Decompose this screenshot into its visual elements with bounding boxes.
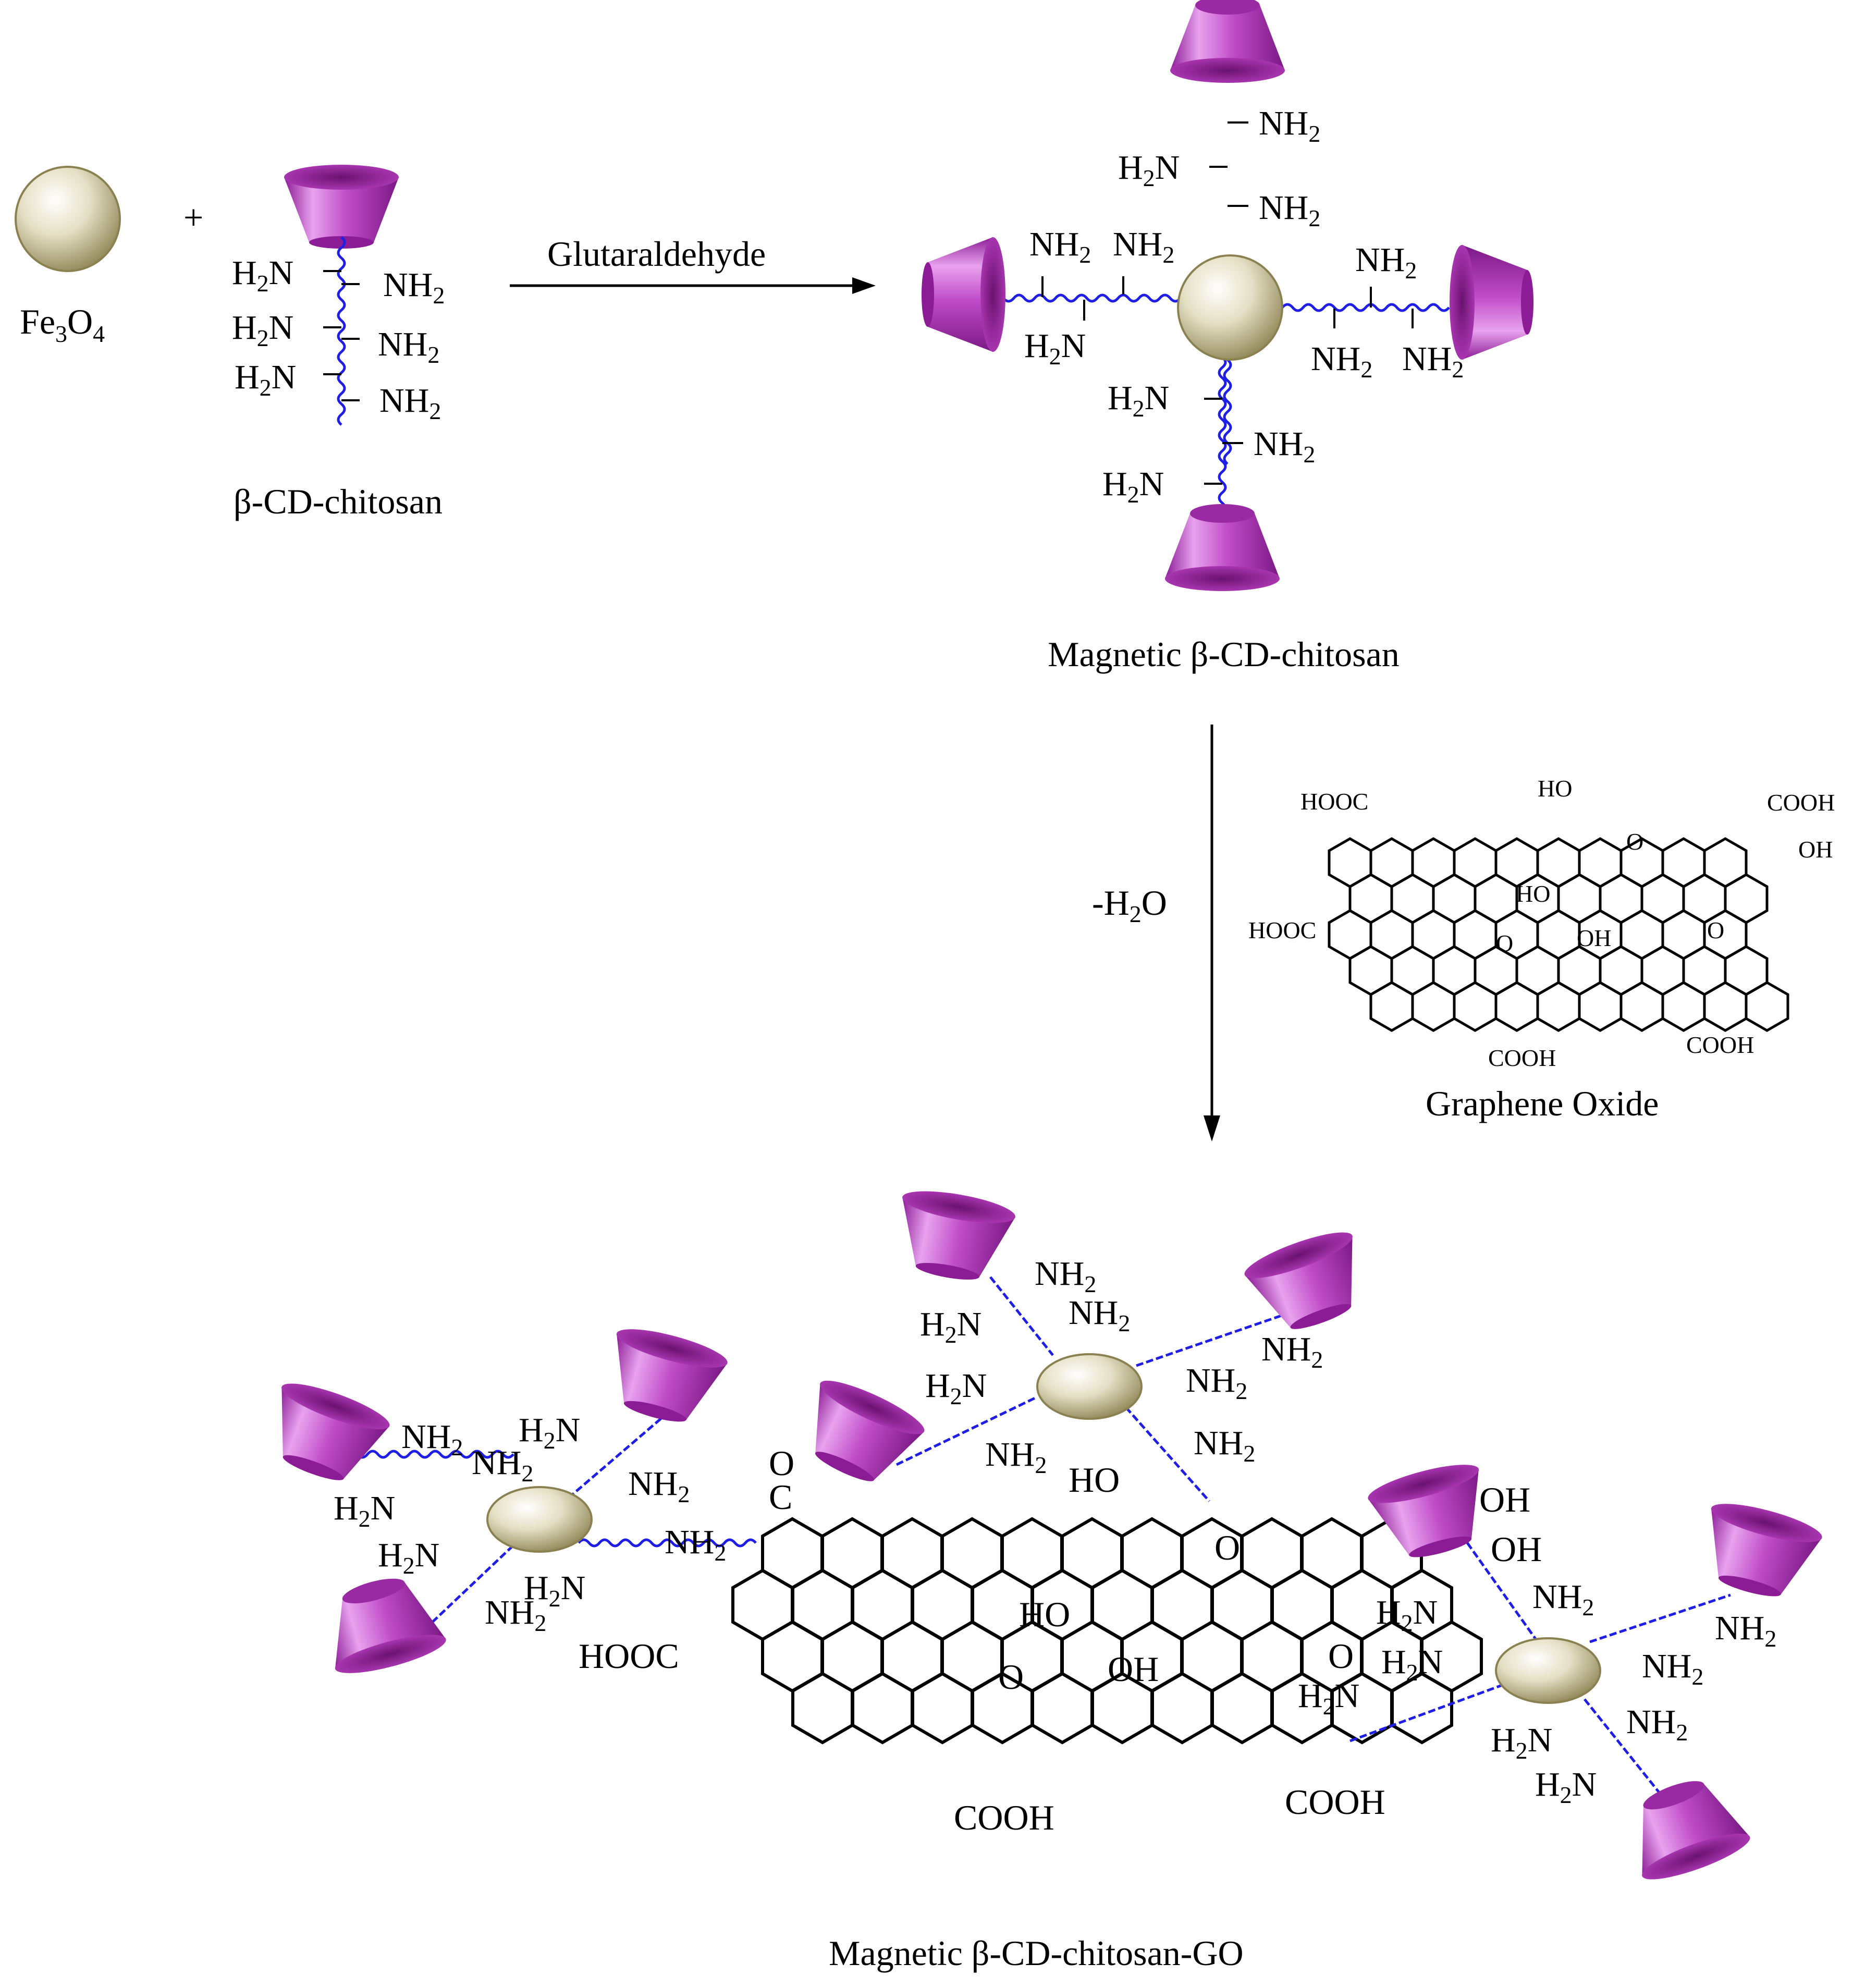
svg-text:H2N: H2N — [1118, 149, 1180, 191]
svg-text:NH2: NH2 — [1532, 1578, 1594, 1621]
svg-text:H2N: H2N — [524, 1569, 585, 1612]
product-left-cluster: NH2 NH2 H2N H2N NH2 H2N H2N NH2 NH2 — [257, 1321, 757, 1681]
svg-text:HOOC: HOOC — [1300, 788, 1368, 815]
graphene-oxide-groups: HOOC HO COOH OH HOOC HO OH O O O COOH CO… — [1248, 775, 1835, 1071]
svg-text:OH: OH — [1798, 836, 1833, 863]
svg-text:HOOC: HOOC — [579, 1636, 679, 1676]
svg-text:NH2: NH2 — [472, 1444, 533, 1487]
svg-text:H2N: H2N — [1108, 379, 1169, 422]
product-go-groups: O C HO OH OH O HO OH O O HOOC COOH COOH — [579, 1443, 1542, 1837]
svg-text:COOH: COOH — [1686, 1032, 1754, 1058]
svg-text:O: O — [1707, 917, 1724, 943]
product-right-cluster: NH2 H2N H2N H2N NH2 NH2 H2N NH2 H2N — [1298, 1457, 1825, 1888]
svg-text:HO: HO — [1019, 1594, 1070, 1634]
graphene-oxide-label: Graphene Oxide — [1426, 1084, 1659, 1123]
svg-text:NH2: NH2 — [401, 1418, 463, 1461]
svg-text:O: O — [998, 1657, 1024, 1697]
svg-text:O: O — [769, 1443, 794, 1483]
svg-text:NH2: NH2 — [1254, 425, 1315, 468]
svg-text:C: C — [769, 1477, 792, 1517]
fe3o4-label: Fe3O4 — [20, 302, 105, 347]
svg-text:H2N: H2N — [1298, 1677, 1359, 1720]
arrowhead-1 — [852, 277, 876, 294]
svg-text:H2N: H2N — [925, 1367, 987, 1409]
svg-text:H2N: H2N — [1376, 1593, 1438, 1636]
svg-text:HOOC: HOOC — [1248, 917, 1316, 943]
svg-text:NH2: NH2 — [378, 325, 439, 368]
svg-text:OH: OH — [1491, 1529, 1542, 1569]
svg-text:HO: HO — [1538, 775, 1572, 802]
svg-text:NH2: NH2 — [1259, 104, 1320, 147]
arrowhead-2 — [1204, 1115, 1220, 1142]
chitosan-chain — [337, 236, 346, 426]
fe3o4-particle — [15, 166, 121, 272]
svg-text:H2N: H2N — [1024, 327, 1086, 370]
svg-text:OH: OH — [1479, 1480, 1530, 1519]
svg-text:NH2: NH2 — [1715, 1609, 1776, 1652]
svg-text:H2N: H2N — [1491, 1721, 1552, 1764]
svg-text:COOH: COOH — [954, 1798, 1054, 1837]
magnetic-cd-chitosan-structure: NH2 H2N NH2 NH2 NH2 H2N NH2 NH2 NH2 H2N … — [922, 0, 1533, 591]
svg-text:O: O — [1626, 828, 1643, 855]
svg-text:NH2: NH2 — [1029, 225, 1091, 268]
svg-text:H2N: H2N — [920, 1305, 981, 1348]
water-label: -H2O — [1092, 883, 1167, 927]
svg-text:NH2: NH2 — [1311, 340, 1372, 383]
chitosan-amines: H2N NH2 H2N NH2 H2N NH2 — [232, 254, 445, 424]
svg-text:NH2: NH2 — [1259, 189, 1320, 231]
cd-chitosan-label: β-CD-chitosan — [234, 482, 443, 521]
svg-text:NH2: NH2 — [379, 382, 441, 424]
svg-text:COOH: COOH — [1285, 1782, 1385, 1822]
plus-sign: + — [183, 198, 203, 237]
svg-text:NH2: NH2 — [1186, 1361, 1247, 1404]
svg-text:NH2: NH2 — [1626, 1703, 1688, 1746]
svg-text:NH2: NH2 — [1261, 1330, 1323, 1373]
product-graphene-sheet — [733, 1519, 1481, 1742]
svg-text:O: O — [1214, 1528, 1240, 1567]
svg-text:OH: OH — [1577, 925, 1611, 951]
magnetic-cd-chitosan-label: Magnetic β-CD-chitosan — [1048, 634, 1400, 674]
reagent-label: Glutaraldehyde — [547, 234, 766, 274]
svg-text:COOH: COOH — [1767, 789, 1835, 816]
svg-text:NH2: NH2 — [1035, 1255, 1096, 1297]
svg-text:NH2: NH2 — [1402, 340, 1464, 383]
svg-text:NH2: NH2 — [1355, 241, 1417, 284]
svg-text:O: O — [1496, 930, 1513, 956]
svg-text:COOH: COOH — [1488, 1045, 1556, 1071]
svg-text:NH2: NH2 — [485, 1593, 546, 1636]
product-top-cluster: NH2 H2N NH2 H2N NH2 NH2 NH2 NH2 — [790, 1185, 1377, 1502]
svg-text:NH2: NH2 — [1194, 1424, 1255, 1467]
svg-text:H2N: H2N — [334, 1489, 395, 1532]
svg-text:HO: HO — [1069, 1460, 1120, 1500]
svg-text:H2N: H2N — [232, 254, 293, 297]
product-label: Magnetic β-CD-chitosan-GO — [829, 1933, 1244, 1973]
svg-text:H2N: H2N — [1102, 465, 1164, 508]
svg-text:H2N: H2N — [378, 1536, 439, 1579]
svg-text:H2N: H2N — [235, 358, 296, 401]
svg-text:H2N: H2N — [1381, 1643, 1443, 1686]
svg-text:NH2: NH2 — [665, 1523, 726, 1566]
svg-text:NH2: NH2 — [1069, 1294, 1130, 1336]
svg-text:H2N: H2N — [1535, 1765, 1597, 1808]
svg-text:H2N: H2N — [232, 309, 293, 351]
svg-text:NH2: NH2 — [1642, 1647, 1703, 1690]
cyclodextrin-icon — [284, 165, 399, 249]
svg-text:NH2: NH2 — [383, 266, 445, 309]
svg-text:O: O — [1328, 1636, 1354, 1676]
svg-text:H2N: H2N — [519, 1411, 580, 1454]
svg-text:HO: HO — [1516, 880, 1550, 907]
svg-text:NH2: NH2 — [1113, 225, 1174, 268]
svg-text:OH: OH — [1108, 1649, 1159, 1689]
svg-text:NH2: NH2 — [628, 1465, 690, 1507]
svg-text:NH2: NH2 — [985, 1435, 1047, 1478]
